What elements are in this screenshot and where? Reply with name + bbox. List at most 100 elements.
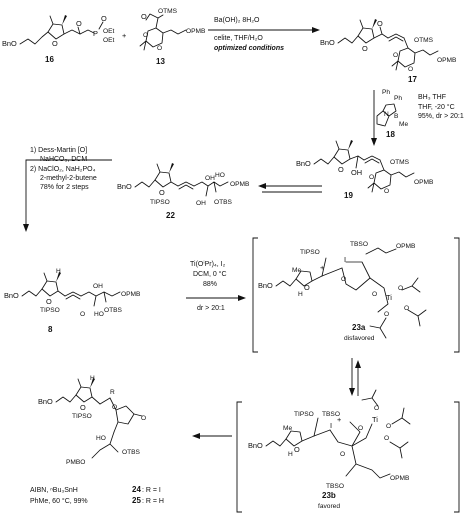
label-tbso-2: TBSO bbox=[326, 483, 344, 490]
label-p-oxo: O bbox=[101, 14, 107, 23]
label-tipso: TIPSO bbox=[40, 307, 60, 314]
compound-number-17: 17 bbox=[408, 75, 417, 84]
condition-celite-solvent: celite, THF/H₂O bbox=[214, 35, 263, 42]
reaction-arrow-1: Ba(OH)₂ 8H₂O celite, THF/H₂O optimized c… bbox=[208, 17, 320, 52]
label-ph-2: Ph bbox=[394, 95, 402, 102]
label-ring-o-1: O bbox=[143, 32, 148, 39]
reaction-arrow-4: 1) Dess-Martin [O] NaHCO₃, DCM 2) NaClO₂… bbox=[23, 147, 112, 232]
label-carbonyl-o: O bbox=[80, 311, 85, 318]
label-otbs: OTBS bbox=[214, 199, 233, 206]
label-oet-1: OEt bbox=[103, 28, 115, 35]
label-ti-o-4: O bbox=[384, 435, 389, 442]
label-h: H bbox=[56, 268, 61, 275]
compound-number-22: 22 bbox=[166, 211, 175, 220]
label-pmbo: PMBO bbox=[66, 459, 85, 466]
caption-disfavored: disfavored bbox=[344, 335, 375, 342]
label-bno: BnO bbox=[117, 182, 132, 191]
condition-toluene-temp: PhMe, 60 °C, 99% bbox=[30, 497, 88, 505]
label-methyl: Me bbox=[283, 425, 292, 432]
label-opmb: OPMB bbox=[121, 291, 141, 298]
label-boron: B bbox=[394, 113, 399, 120]
reaction-arrow-6 bbox=[192, 433, 232, 439]
label-bno: BnO bbox=[4, 291, 19, 300]
label-ph-1: Ph bbox=[382, 89, 390, 96]
compound-number-18: 18 bbox=[386, 130, 395, 139]
compound-16: BnO O O P O OEt OEt 16 bbox=[2, 14, 115, 64]
label-lactone-o: O bbox=[112, 404, 117, 411]
label-otbs: OTBS bbox=[104, 307, 123, 314]
label-h: H bbox=[288, 451, 293, 458]
label-hydroxyl-3: OH bbox=[196, 200, 206, 207]
label-hydroxyl-1: OH bbox=[205, 175, 215, 182]
label-ring-o-2: O bbox=[384, 188, 389, 195]
equilibrium-arrows bbox=[349, 358, 361, 396]
label-hydroxyl: OH bbox=[93, 283, 103, 290]
label-otms: OTMS bbox=[158, 8, 178, 15]
label-r: R bbox=[110, 389, 115, 396]
label-acid-oh: HO bbox=[94, 311, 104, 318]
label-ring-o: O bbox=[46, 297, 52, 306]
compound-number-25: 25 bbox=[132, 496, 141, 505]
compound-number-8: 8 bbox=[48, 325, 53, 334]
condition-yield-2-steps: 78% for 2 steps bbox=[40, 184, 89, 191]
label-bno: BnO bbox=[248, 441, 263, 450]
label-opmb: OPMB bbox=[437, 57, 457, 64]
compound-number-16: 16 bbox=[45, 55, 54, 64]
label-h: H bbox=[298, 291, 303, 298]
plus-sign: + bbox=[122, 31, 126, 40]
compound-8: BnO O H TIPSO OH O HO OTBS OPMB 8 bbox=[4, 268, 141, 334]
transition-state-23a: BnO Me H O TIPSO + I O TBSO OPMB Ti O O … bbox=[252, 237, 460, 353]
label-tbso: TBSO bbox=[350, 241, 368, 248]
compound-number-19: 19 bbox=[344, 191, 353, 200]
label-methyl: Me bbox=[292, 267, 301, 274]
reaction-arrow-2: Ph Ph N B Me 18 BH₃ THF THF, -20 °C 95%,… bbox=[371, 89, 464, 146]
label-tipso: TIPSO bbox=[72, 413, 92, 420]
label-oet-2: OEt bbox=[103, 37, 115, 44]
label-otbs: OTBS bbox=[122, 449, 141, 456]
compound-17: BnO O O OTMS O O OPMB 17 bbox=[320, 19, 457, 84]
label-bno: BnO bbox=[296, 159, 311, 168]
label-opmb: OPMB bbox=[390, 475, 410, 482]
label-tipso: TIPSO bbox=[300, 249, 320, 256]
label-carbonyl-o: O bbox=[341, 276, 346, 283]
label-ring-o: O bbox=[52, 39, 58, 48]
label-opmb: OPMB bbox=[396, 243, 416, 250]
label-ring-o: O bbox=[362, 44, 368, 53]
label-opmb: OPMB bbox=[230, 181, 250, 188]
label-ti-o-3: O bbox=[386, 423, 391, 430]
label-nitrogen: N bbox=[384, 111, 389, 118]
condition-yield: 88% bbox=[203, 281, 217, 288]
label-iodine: I bbox=[344, 255, 346, 264]
label-bno: BnO bbox=[38, 397, 53, 406]
condition-dr: dr > 20:1 bbox=[197, 305, 225, 312]
label-ring-o-2: O bbox=[157, 45, 162, 52]
transition-state-23b: BnO Me H O TIPSO I + TBSO O Ti O O O O T… bbox=[236, 389, 460, 513]
compound-22: BnO O TIPSO OH HO OH OTBS OPMB 22 bbox=[117, 163, 250, 220]
condition-bicarbonate: NaHCO₃, DCM bbox=[40, 156, 87, 163]
condition-chlorite: 2) NaClO₂, NaH₂PO₄ bbox=[30, 166, 96, 173]
label-h: H bbox=[90, 375, 95, 382]
label-ring-o: O bbox=[304, 283, 310, 292]
compound-number-13: 13 bbox=[156, 57, 165, 66]
label-ring-o: O bbox=[159, 188, 165, 197]
label-tbso: TBSO bbox=[322, 411, 340, 418]
label-opmb: OPMB bbox=[186, 28, 206, 35]
label-plus-charge: + bbox=[320, 263, 324, 272]
label-ketone-o: O bbox=[76, 19, 82, 28]
compound-number-23a: 23a bbox=[352, 323, 366, 332]
compound-number-23b: 23b bbox=[322, 491, 336, 500]
label-titanium: Ti bbox=[386, 293, 392, 302]
label-ring-o: O bbox=[338, 165, 344, 174]
caption-favored: favored bbox=[318, 503, 340, 510]
caption-r-is-i: : R = I bbox=[142, 487, 161, 494]
label-ring-o-1: O bbox=[393, 52, 398, 59]
reaction-arrow-3 bbox=[258, 183, 322, 193]
label-otms: OTMS bbox=[390, 159, 410, 166]
label-ti-o-2: O bbox=[374, 405, 379, 412]
label-hydroxyl-2: HO bbox=[215, 172, 225, 179]
condition-methylbutene: 2-methyl-2-butene bbox=[40, 175, 97, 182]
compound-19: BnO O OH OTMS O O OPMB 19 bbox=[296, 140, 434, 200]
condition-borane: BH₃ THF bbox=[418, 94, 446, 101]
label-methyl: Me bbox=[399, 121, 408, 128]
label-phosphorus: P bbox=[93, 29, 98, 38]
